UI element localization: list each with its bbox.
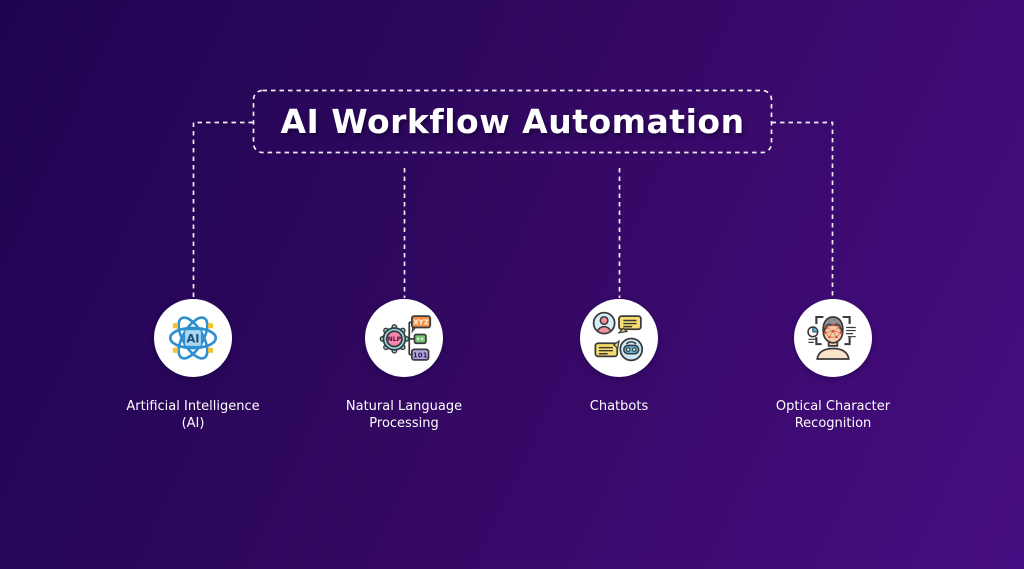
ai-icon-text: AI (186, 331, 199, 345)
node-label: Artificial Intelligence (AI) (126, 399, 260, 431)
connector-node-1 (192, 121, 253, 298)
xyz-icon-text: XYZ (413, 319, 429, 327)
node-label: Natural Language Processing (345, 399, 463, 431)
ocr-face-scan-icon (807, 315, 856, 360)
node-circle (580, 299, 658, 377)
nlp-gear-icon: NLP XYZ 101 (379, 315, 432, 361)
node-circle: AI (154, 299, 232, 377)
node-circle (794, 299, 872, 377)
chatbot-conversation-icon (592, 311, 644, 362)
connector-node-4 (771, 121, 834, 298)
page-title: AI Workflow Automation (280, 102, 745, 141)
node-label: Chatbots (589, 399, 649, 414)
ai-atom-icon: AI (168, 316, 218, 360)
node-circle: NLP XYZ 101 (365, 299, 443, 377)
node-label: Optical Character Recognition (775, 399, 891, 431)
binary-icon-text: 101 (413, 351, 428, 359)
nlp-icon-text: NLP (388, 336, 402, 343)
title-box: AI Workflow Automation (253, 90, 772, 153)
